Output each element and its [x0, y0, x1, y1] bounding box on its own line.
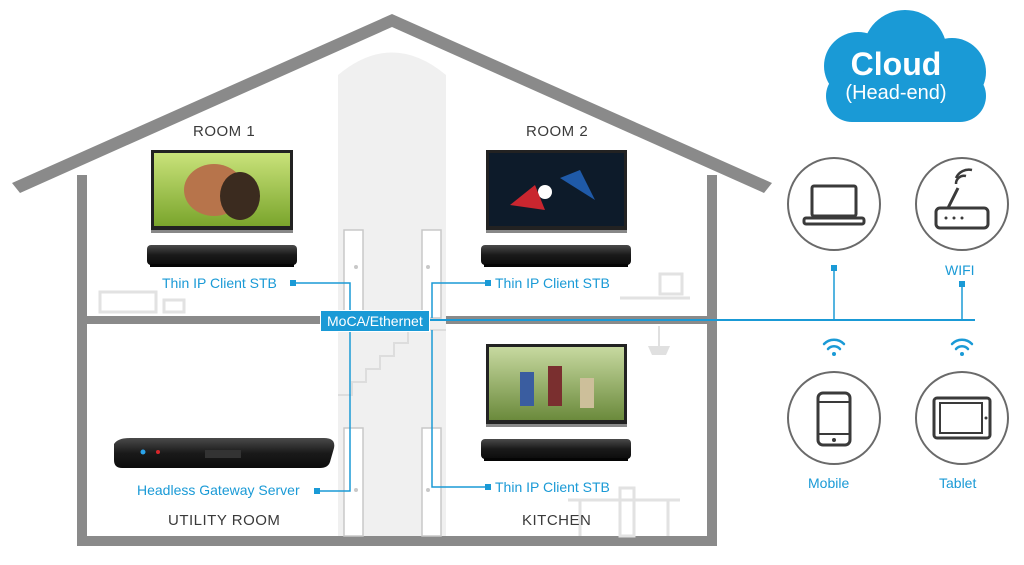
mobile-label: Mobile — [808, 475, 850, 491]
stb-kitchen-device — [481, 439, 631, 461]
router-icon — [915, 157, 1009, 251]
wifi-signal-icon — [950, 338, 974, 351]
desk-icon — [620, 272, 690, 300]
mobile-icon — [787, 371, 881, 465]
moca-ethernet-label: MoCA/Ethernet — [320, 310, 430, 332]
stb-room1-device — [147, 245, 297, 267]
room1-label: ROOM 1 — [193, 123, 256, 140]
lamp-icon — [648, 326, 670, 355]
laptop-icon — [787, 157, 881, 251]
tv-room1 — [151, 150, 293, 233]
tv-room2 — [486, 150, 627, 233]
kitchen-label: KITCHEN — [522, 512, 592, 529]
gateway-server-device — [114, 438, 335, 468]
dining-set-icon — [568, 486, 680, 538]
cloud-shape — [824, 10, 986, 122]
wifi-label: WIFI — [945, 262, 975, 278]
tv-kitchen — [486, 344, 627, 427]
room2-label: ROOM 2 — [526, 123, 589, 140]
stb-room1-label: Thin IP Client STB — [162, 275, 277, 291]
tablet-label: Tablet — [939, 475, 977, 491]
stb-kitchen-label: Thin IP Client STB — [495, 479, 610, 495]
cloud-subtitle: (Head-end) — [845, 82, 947, 104]
sofa-icon — [98, 290, 186, 314]
tablet-icon — [915, 371, 1009, 465]
utility-room-label: UTILITY ROOM — [168, 512, 281, 529]
stairwell — [338, 52, 446, 536]
stb-room2-label: Thin IP Client STB — [495, 275, 610, 291]
stb-room2-device — [481, 245, 631, 267]
gateway-server-label: Headless Gateway Server — [137, 482, 300, 498]
cloud-title: Cloud — [850, 46, 942, 82]
network-wiring — [293, 268, 975, 492]
wifi-signal-icon — [822, 338, 846, 351]
